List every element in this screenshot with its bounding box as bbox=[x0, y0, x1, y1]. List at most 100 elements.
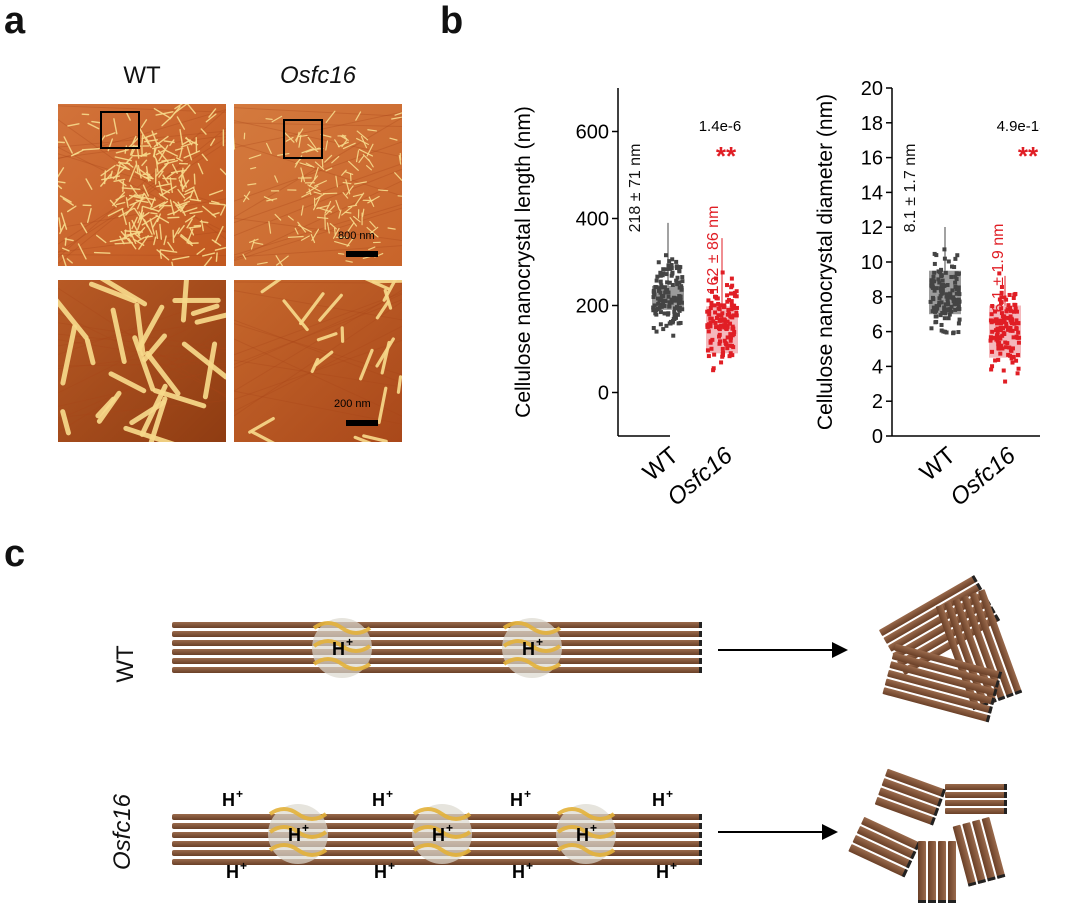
data-point bbox=[723, 321, 728, 326]
data-point bbox=[943, 311, 948, 316]
data-point bbox=[999, 311, 1004, 316]
data-point bbox=[989, 320, 994, 325]
data-point bbox=[956, 304, 961, 309]
data-point bbox=[1012, 302, 1017, 307]
data-point bbox=[705, 309, 710, 314]
data-point bbox=[998, 325, 1003, 330]
proton-superscript: + bbox=[590, 821, 597, 835]
proton-label: H bbox=[372, 790, 385, 810]
data-point bbox=[1010, 360, 1015, 365]
amorphous-region-osfc16-3: H+ bbox=[556, 804, 616, 864]
proton-label: H bbox=[332, 639, 345, 659]
proton-label: H bbox=[652, 790, 665, 810]
data-point bbox=[945, 300, 950, 305]
data-point bbox=[1016, 321, 1021, 326]
data-point bbox=[932, 270, 937, 275]
y-tick-label: 16 bbox=[861, 148, 883, 170]
data-point bbox=[1008, 325, 1013, 330]
data-point bbox=[712, 352, 717, 357]
data-point bbox=[939, 290, 944, 295]
data-point bbox=[990, 304, 995, 309]
data-point bbox=[948, 295, 953, 300]
data-point bbox=[657, 286, 662, 291]
data-point bbox=[660, 285, 665, 290]
data-point bbox=[656, 288, 661, 293]
data-point bbox=[658, 310, 663, 315]
y-tick-label: 400 bbox=[576, 209, 609, 231]
data-point bbox=[998, 351, 1003, 356]
data-point bbox=[680, 307, 685, 312]
y-axis-label: Cellulose nanocrystal diameter (nm) bbox=[814, 94, 837, 430]
data-point bbox=[706, 329, 711, 334]
data-point bbox=[728, 332, 733, 337]
data-point bbox=[939, 283, 944, 288]
data-point bbox=[715, 296, 720, 301]
data-point bbox=[1001, 368, 1006, 373]
data-point bbox=[676, 280, 681, 285]
data-point bbox=[716, 301, 721, 306]
data-point bbox=[673, 297, 678, 302]
y-tick-label: 0 bbox=[598, 383, 609, 405]
data-point bbox=[654, 307, 659, 312]
data-point bbox=[676, 264, 681, 269]
data-point bbox=[666, 294, 671, 299]
amorphous-region-osfc16-2: H+ bbox=[412, 804, 472, 864]
data-point bbox=[652, 290, 657, 295]
data-point bbox=[996, 357, 1001, 362]
scale-bar-800nm bbox=[346, 251, 378, 257]
data-point bbox=[934, 286, 939, 291]
data-point bbox=[708, 340, 713, 345]
data-point bbox=[939, 322, 944, 327]
afm-column-osfc16: Osfc16 bbox=[279, 62, 357, 89]
data-point bbox=[1013, 306, 1018, 311]
data-point bbox=[734, 310, 739, 315]
data-point bbox=[669, 297, 674, 302]
data-point bbox=[946, 259, 951, 264]
data-point bbox=[950, 264, 955, 269]
panel-letter-a: a bbox=[4, 0, 26, 42]
data-point bbox=[944, 330, 949, 335]
data-point bbox=[942, 256, 947, 261]
data-point bbox=[937, 296, 942, 301]
data-point bbox=[935, 306, 940, 311]
data-point bbox=[1014, 334, 1019, 339]
data-point bbox=[1008, 353, 1013, 358]
data-point bbox=[956, 271, 961, 276]
data-point bbox=[679, 287, 684, 292]
data-point bbox=[1000, 314, 1005, 319]
proton-superscript: + bbox=[524, 787, 531, 801]
data-point bbox=[1006, 327, 1011, 332]
data-point bbox=[709, 316, 714, 321]
proton-label: H bbox=[432, 825, 445, 845]
data-point bbox=[722, 338, 727, 343]
data-point bbox=[1016, 340, 1021, 345]
amorphous-region-wt-2: H+ bbox=[502, 618, 562, 678]
data-point bbox=[999, 300, 1004, 305]
data-point bbox=[1001, 330, 1006, 335]
data-point bbox=[993, 317, 998, 322]
data-point bbox=[716, 313, 721, 318]
data-point bbox=[1014, 309, 1019, 314]
afm-image-wt-zoom bbox=[58, 280, 226, 442]
y-tick-label: 6 bbox=[872, 322, 883, 344]
data-point bbox=[670, 271, 675, 276]
data-point bbox=[659, 304, 664, 309]
data-point bbox=[997, 318, 1002, 323]
data-point bbox=[995, 333, 1000, 338]
data-point bbox=[725, 283, 730, 288]
data-point bbox=[718, 317, 723, 322]
mean-label-wt: 218 ± 71 nm bbox=[627, 144, 644, 233]
proton-superscript: + bbox=[536, 635, 543, 649]
data-point bbox=[948, 291, 953, 296]
panel-letter-c: c bbox=[4, 533, 26, 575]
data-point bbox=[667, 303, 672, 308]
data-point bbox=[993, 309, 998, 314]
data-point bbox=[1006, 303, 1011, 308]
data-point bbox=[1010, 346, 1015, 351]
y-tick-label: 12 bbox=[861, 217, 883, 239]
data-point bbox=[951, 296, 956, 301]
data-point bbox=[1010, 328, 1015, 333]
data-point bbox=[719, 313, 724, 318]
data-point bbox=[937, 280, 942, 285]
data-point bbox=[955, 299, 960, 304]
